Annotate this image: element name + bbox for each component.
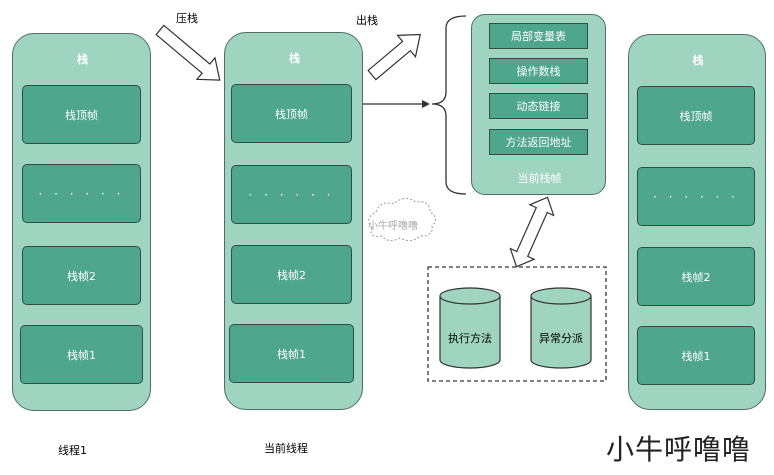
stack-frame-1: 栈帧1 <box>637 326 755 385</box>
exception-dispatch-label: 异常分派 <box>539 332 583 345</box>
current-frame-label: 当前栈帧 <box>517 172 562 185</box>
thread1-stack: 栈 栈顶帧 · · · · · · 栈帧2 栈帧1 <box>12 33 151 411</box>
stack-frame-1: 栈帧1 <box>229 324 354 383</box>
stack-frame-2: 栈帧2 <box>22 246 141 305</box>
pop-arrow <box>367 33 422 81</box>
stack-title: 栈 <box>77 53 88 66</box>
stack-frame-top: 栈顶帧 <box>637 86 755 145</box>
thread3-stack: 栈 栈顶帧 · · · · · · 栈帧2 栈帧1 <box>628 34 766 410</box>
watermark: 小牛呼噜噜 <box>606 433 752 466</box>
stack-frame-top: 栈顶帧 <box>231 84 352 143</box>
stack-frame-ellipsis: · · · · · · <box>231 165 352 224</box>
current-thread-stack: 栈 栈顶帧 · · · · · · 栈帧2 栈帧1 <box>224 32 363 410</box>
cloud-watermark <box>368 198 436 242</box>
execute-method-label: 执行方法 <box>448 332 492 345</box>
stack-frame-1: 栈帧1 <box>20 325 143 384</box>
stack-title: 栈 <box>289 52 300 65</box>
stack-frame-2: 栈帧2 <box>637 247 755 306</box>
curly-brace <box>431 15 467 195</box>
return-address: 方法返回地址 <box>489 129 588 155</box>
stack-frame-top: 栈顶帧 <box>22 85 141 144</box>
local-variable-table: 局部变量表 <box>489 23 588 49</box>
current-thread-caption: 当前线程 <box>264 442 308 455</box>
current-frame-detail: 局部变量表 操作数栈 动态链接 方法返回地址 当前栈帧 <box>471 14 606 195</box>
stack-title: 栈 <box>692 54 704 67</box>
operand-stack: 操作数栈 <box>489 58 588 84</box>
pop-label: 出栈 <box>356 14 378 27</box>
cylinder-exception <box>530 287 592 369</box>
push-label: 压栈 <box>176 12 198 25</box>
execution-box <box>427 266 607 382</box>
push-arrow <box>155 24 221 81</box>
double-arrow <box>509 196 555 268</box>
dynamic-linking: 动态链接 <box>489 93 588 119</box>
cylinder-execute <box>439 287 501 369</box>
stack-frame-ellipsis: · · · · · · <box>637 167 755 226</box>
thread1-caption: 线程1 <box>58 444 87 457</box>
stack-frame-2: 栈帧2 <box>231 245 352 304</box>
stack-frame-ellipsis: · · · · · · <box>22 164 141 223</box>
cloud-watermark-text: 小牛呼噜噜 <box>368 221 418 232</box>
